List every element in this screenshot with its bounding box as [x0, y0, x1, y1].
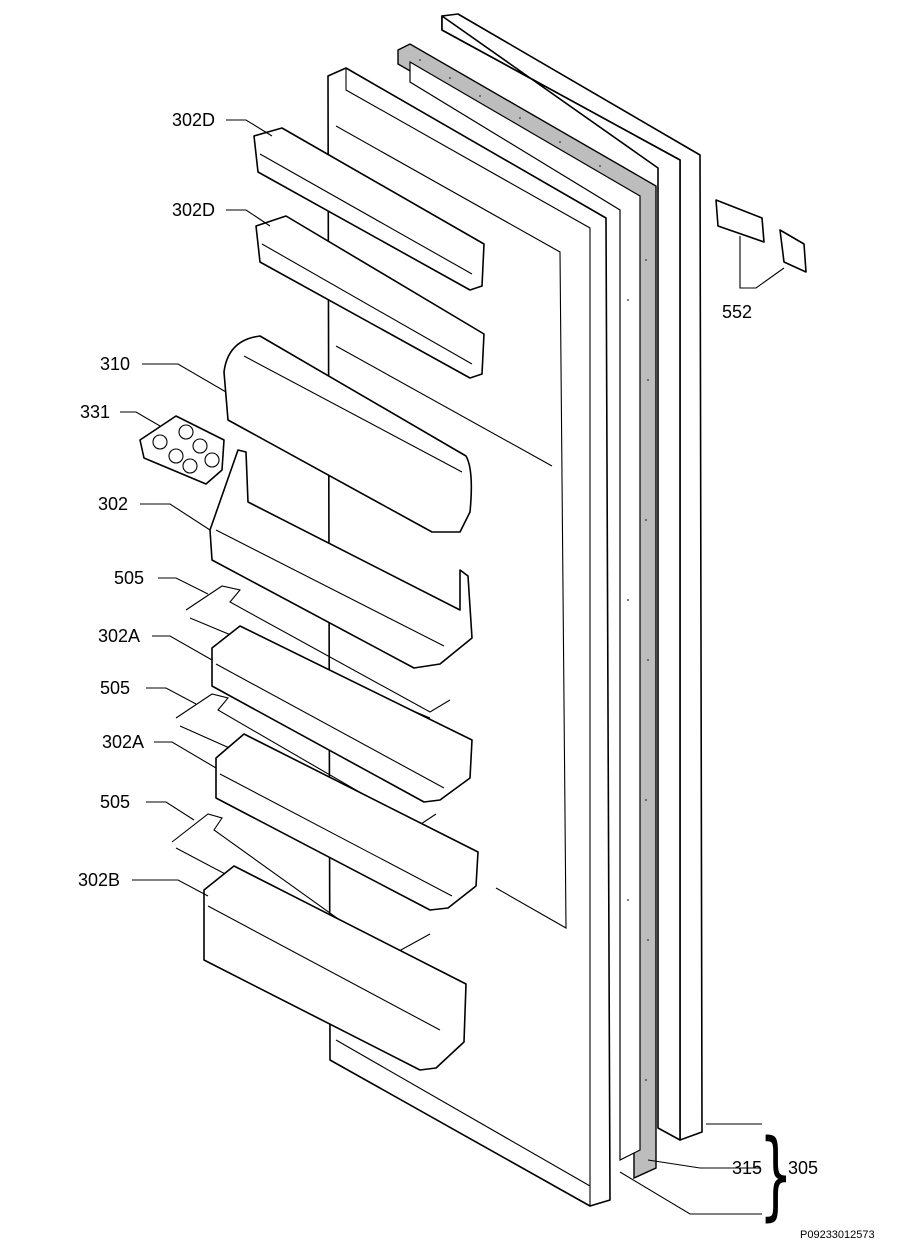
- label-302a-bottom: 302A: [102, 732, 144, 752]
- label-302d-second: 302D: [172, 200, 215, 220]
- door-gasket: [397, 43, 657, 1180]
- shelf-302a-top: [211, 625, 473, 803]
- label-505-middle: 505: [100, 678, 130, 698]
- outer-door-panel: [441, 13, 703, 1141]
- label-505-top: 505: [114, 568, 144, 588]
- bottle-shelf: [209, 449, 473, 669]
- label-305: 305: [788, 1158, 818, 1178]
- shelf-302d-top: [253, 127, 485, 291]
- dairy-compartment-cover: [223, 335, 473, 533]
- label-505-bottom: 505: [100, 792, 130, 812]
- label-302b: 302B: [78, 870, 120, 890]
- label-302: 302: [98, 494, 128, 514]
- leader-lines: [120, 119, 762, 1215]
- hinge-parts: [715, 199, 807, 289]
- label-310: 310: [100, 354, 130, 374]
- label-302a-top: 302A: [98, 626, 140, 646]
- shelf-302d-second: [255, 215, 485, 379]
- assembly-brace: }: [759, 1120, 793, 1232]
- egg-tray: [139, 415, 225, 485]
- gasket-texture: [419, 59, 649, 1081]
- label-302d-top: 302D: [172, 110, 215, 130]
- label-315: 315: [732, 1158, 762, 1178]
- label-552: 552: [722, 302, 752, 322]
- shelf-302a-bottom: [215, 733, 479, 911]
- label-331: 331: [80, 402, 110, 422]
- reference-code: P09233012573: [800, 1229, 875, 1241]
- shelf-302b: [203, 865, 467, 1071]
